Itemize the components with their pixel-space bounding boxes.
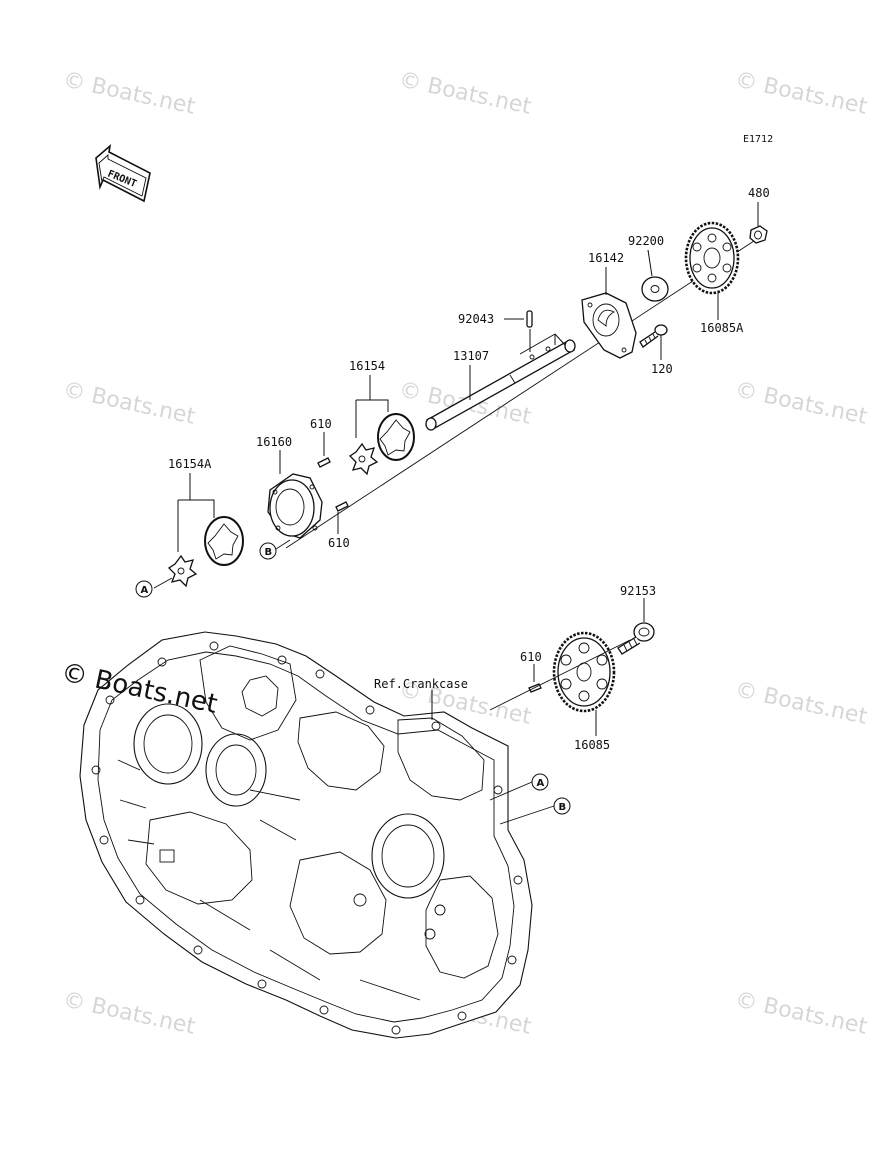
watermark-text: © Boats.net (733, 677, 870, 729)
part-number-120[interactable]: 120 (651, 362, 673, 376)
rotor-16154A-outer[interactable] (204, 516, 244, 566)
part-number-610-lower[interactable]: 610 (328, 536, 350, 550)
watermark-text: © Boats.net (733, 987, 870, 1039)
crankcase-reference-label: Ref.Crankcase (374, 677, 468, 691)
pin-610-lower[interactable] (335, 501, 349, 512)
watermark-text: © Boats.net (733, 377, 870, 429)
part-number-92200[interactable]: 92200 (628, 234, 664, 248)
part-number-16154A[interactable]: 16154A (168, 457, 212, 471)
svg-text:A: A (537, 778, 545, 789)
part-number-16085A[interactable]: 16085A (700, 321, 744, 335)
part-number-13107[interactable]: 13107 (453, 349, 489, 363)
part-number-16160[interactable]: 16160 (256, 435, 292, 449)
gear-16085A[interactable] (684, 221, 740, 295)
part-number-610-upper[interactable]: 610 (310, 417, 332, 431)
pin-610-upper[interactable] (317, 457, 331, 468)
svg-text:A: A (141, 585, 149, 596)
watermark-text: © Boats.net (61, 67, 198, 119)
callout-b-bottom: B (553, 797, 571, 815)
watermark-text: © Boats.net (61, 377, 198, 429)
gear-16085[interactable] (552, 631, 616, 713)
assembly-axis-line (285, 236, 761, 549)
rotor-16154A-inner[interactable] (167, 554, 198, 588)
front-arrow-icon: FRONT (95, 143, 151, 203)
pin-92043[interactable] (526, 310, 533, 328)
part-number-92043[interactable]: 92043 (458, 312, 494, 326)
rotor-16154-outer[interactable] (377, 413, 415, 461)
bolt-92153[interactable] (617, 622, 655, 655)
callout-a-bottom: A (531, 773, 549, 791)
part-number-480[interactable]: 480 (748, 186, 770, 200)
watermark-text: © Boats.net (397, 67, 534, 119)
part-number-16142[interactable]: 16142 (588, 251, 624, 265)
rotor-16154-inner[interactable] (348, 442, 379, 476)
pump-body-16160[interactable] (267, 473, 323, 539)
svg-text:B: B (265, 547, 273, 558)
watermark-text: © Boats.net (733, 67, 870, 119)
diagram-code: E1712 (743, 134, 773, 145)
crankcase-reference (79, 631, 533, 1039)
callout-b-top: B (259, 542, 277, 560)
bolt-120[interactable] (639, 324, 668, 348)
part-number-92153[interactable]: 92153 (620, 584, 656, 598)
part-number-16154[interactable]: 16154 (349, 359, 385, 373)
svg-text:B: B (559, 802, 567, 813)
part-number-16085[interactable]: 16085 (574, 738, 610, 752)
washer-92200[interactable] (641, 276, 669, 302)
watermark-text: © Boats.net (61, 987, 198, 1039)
shaft-13107[interactable] (425, 339, 576, 431)
cover-16142[interactable] (581, 292, 637, 359)
callout-a-top: A (135, 580, 153, 598)
nut-480[interactable] (749, 225, 768, 244)
part-number-610-crankcase[interactable]: 610 (520, 650, 542, 664)
